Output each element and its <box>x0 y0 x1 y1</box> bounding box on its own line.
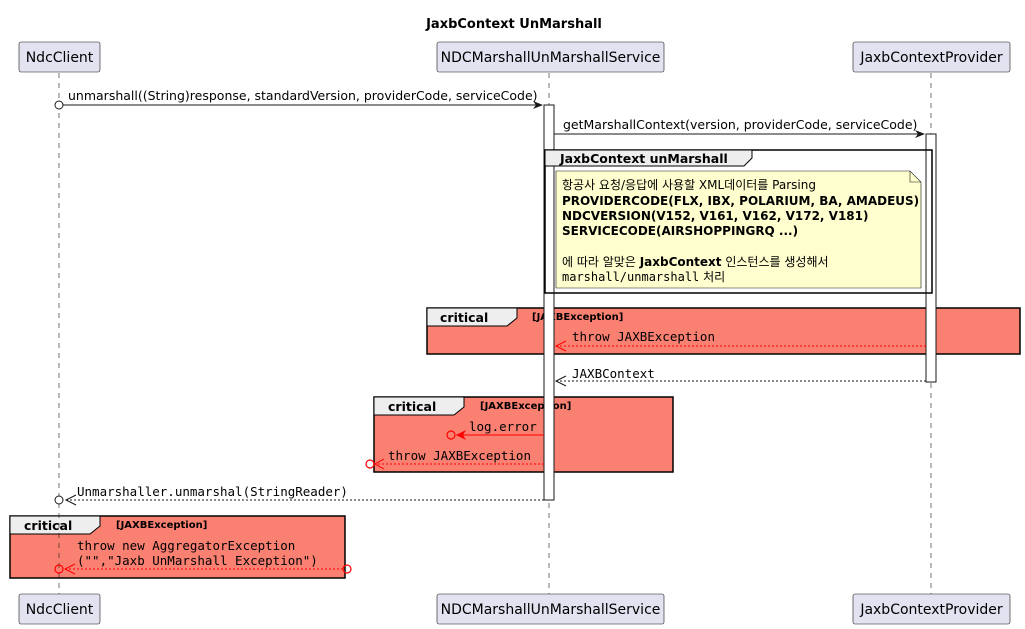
note-line-5-suffix: 인스턴스를 생성해서 <box>722 255 829 269</box>
critical-label-3: critical <box>24 518 72 533</box>
critical-frame-2: critical [JAXBException] <box>373 396 674 473</box>
note-line-3: NDCVERSION(V152, V161, V162, V172, V181) <box>562 209 868 223</box>
critical-label-2: critical <box>388 399 436 414</box>
note-line-4: SERVICECODE(AIRSHOPPINGRQ ...) <box>562 224 798 238</box>
message-jaxbcontext-label: JAXBContext <box>572 366 655 381</box>
critical-label-1: critical <box>440 310 488 325</box>
critical-guard-1: [JAXBException] <box>532 312 623 323</box>
activation-service <box>543 104 555 501</box>
message-jaxbcontext-return: JAXBContext <box>554 366 926 387</box>
message-throw-aggregator: throw new AggregatorException ("","Jaxb … <box>54 538 352 575</box>
participant-provider-bottom: JaxbContextProvider <box>852 593 1011 625</box>
note-line-6-suffix: 처리 <box>699 270 725 284</box>
message-get-context-label: getMarshallContext(version, providerCode… <box>563 117 917 132</box>
diagram-title: JaxbContext UnMarshall <box>425 17 602 32</box>
message-throw-jaxb-1-label: throw JAXBException <box>572 329 715 344</box>
message-throw-aggregator-line2: ("","Jaxb UnMarshall Exception") <box>77 553 318 568</box>
note-line-5: 에 따라 알맞은 JaxbContext 인스턴스를 생성해서 <box>562 255 829 269</box>
critical-frame-3: critical [JAXBException] <box>9 515 346 579</box>
critical-frame-1: critical [JAXBException] <box>426 307 1021 355</box>
message-unmarshal-return: Unmarshaller.unmarshal(StringReader) <box>54 484 544 506</box>
participant-provider-label-bottom: JaxbContextProvider <box>859 602 1003 618</box>
message-get-context: getMarshallContext(version, providerCode… <box>554 117 925 138</box>
participant-ndc-client-label: NdcClient <box>26 50 94 66</box>
participant-service-top: NDCMarshallUnMarshallService <box>436 41 665 73</box>
note-line-2: PROVIDERCODE(FLX, IBX, POLARIUM, BA, AMA… <box>562 194 919 208</box>
participant-ndc-client-bottom: NdcClient <box>18 593 101 625</box>
message-unmarshal-return-label: Unmarshaller.unmarshal(StringReader) <box>77 484 348 499</box>
note-line-5-bold: JaxbContext <box>639 255 722 269</box>
activation-provider <box>925 133 937 383</box>
note-box: 항공사 요청/응답에 사용할 XML데이터를 Parsing PROVIDERC… <box>555 170 922 289</box>
participant-provider-label: JaxbContextProvider <box>859 50 1003 66</box>
note-line-1: 항공사 요청/응답에 사용할 XML데이터를 Parsing <box>562 178 816 192</box>
note-line-5-prefix: 에 따라 알맞은 <box>562 255 640 269</box>
note-line-6: marshall/unmarshall 처리 <box>562 270 725 284</box>
message-throw-aggregator-line1: throw new AggregatorException <box>77 538 295 553</box>
message-log-error-label: log.error <box>469 419 537 434</box>
message-throw-jaxb-2-label: throw JAXBException <box>388 448 531 463</box>
group-frame-jaxbcontext: JaxbContext unMarshall <box>544 149 933 294</box>
message-throw-jaxb-1: throw JAXBException <box>554 329 926 352</box>
message-unmarshall-label: unmarshall((String)response, standardVer… <box>68 88 538 103</box>
critical-guard-3: [JAXBException] <box>116 520 207 531</box>
message-log-error: log.error <box>446 419 544 440</box>
note-line-6-mono: marshall/unmarshall <box>562 270 699 284</box>
critical-guard-2: [JAXBException] <box>480 401 571 412</box>
participant-service-label-bottom: NDCMarshallUnMarshallService <box>441 602 661 618</box>
group-frame-label: JaxbContext unMarshall <box>559 151 728 166</box>
participant-provider-top: JaxbContextProvider <box>852 41 1011 73</box>
message-throw-jaxb-2: throw JAXBException <box>365 448 544 470</box>
participant-ndc-client-top: NdcClient <box>18 41 101 73</box>
participant-service-label: NDCMarshallUnMarshallService <box>441 50 661 66</box>
message-unmarshall-call: unmarshall((String)response, standardVer… <box>54 88 543 110</box>
participant-ndc-client-label-bottom: NdcClient <box>26 602 94 618</box>
participant-service-bottom: NDCMarshallUnMarshallService <box>436 593 665 625</box>
